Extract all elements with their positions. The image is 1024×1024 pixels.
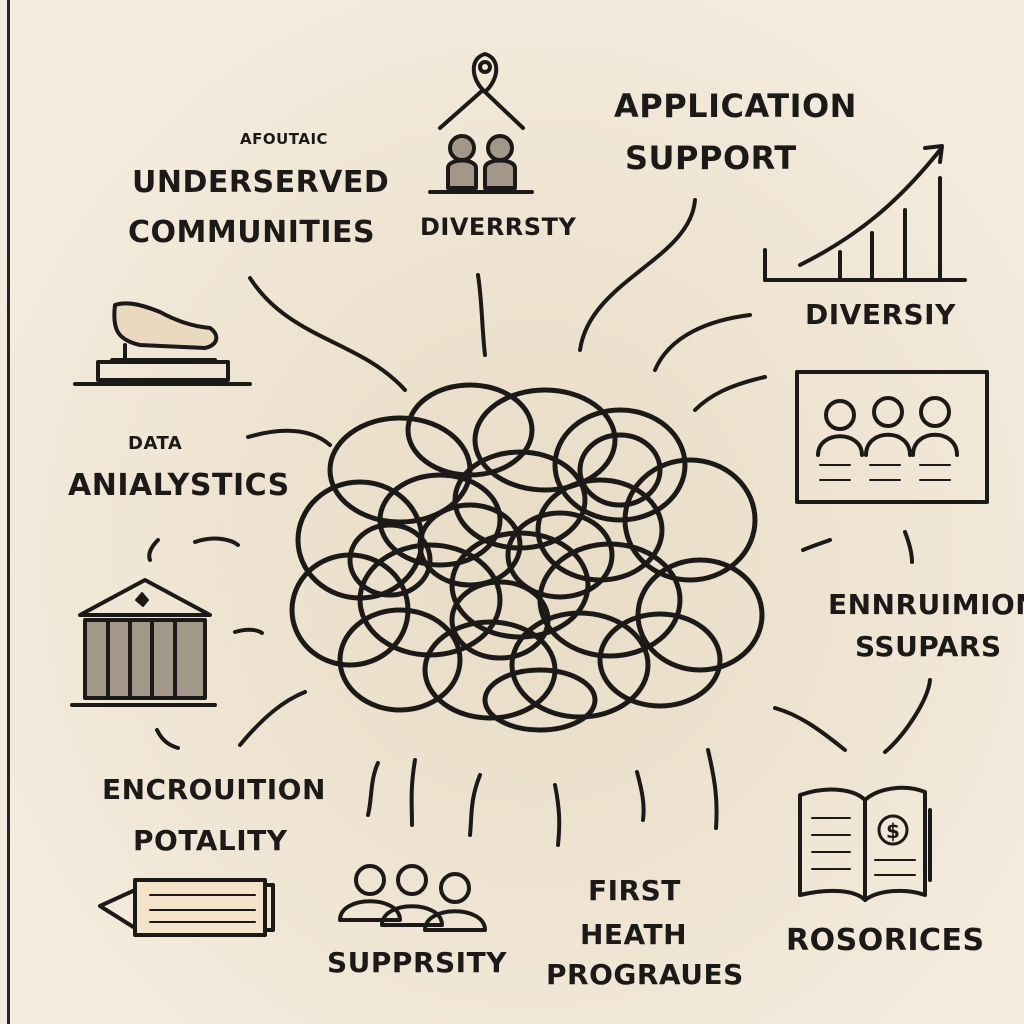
institution-building-icon — [72, 580, 215, 705]
label-potality: POTALITY — [133, 826, 288, 855]
label-data: DATA — [128, 435, 182, 454]
label-heath: HEATH — [580, 920, 687, 949]
location-pin-icon — [474, 54, 497, 92]
tangled-scribble — [292, 385, 762, 730]
book-dollar-icon — [800, 788, 930, 900]
label-communities: COMMUNITIES — [128, 217, 375, 249]
label-ssupars: SSUPARS — [855, 632, 1002, 661]
label-adjunct: AFOUTAIC — [240, 132, 328, 148]
label-supprsity: SUPPRSITY — [327, 948, 507, 977]
label-encrouition: ENCROUITION — [102, 775, 326, 804]
label-enrollment: ENNRUIMION — [828, 590, 1024, 619]
dollar-sign-icon: $ — [886, 819, 900, 843]
label-underserved: UNDERSERVED — [132, 167, 389, 199]
people-house-icon — [430, 90, 532, 192]
label-support: SUPPORT — [625, 142, 797, 176]
label-diversity-top: DIVERRSTY — [420, 215, 576, 240]
label-application: APPLICATION — [614, 90, 857, 124]
shoe-pedestal-icon — [75, 303, 250, 384]
label-first: FIRST — [588, 876, 681, 905]
label-resources: ROSORICES — [786, 925, 985, 957]
label-prograues: PROGRAUES — [546, 960, 744, 989]
label-analytics: ANIALYSTICS — [68, 470, 290, 502]
pencil-icon — [100, 880, 273, 935]
group-presentation-icon — [797, 372, 987, 502]
people-group-icon — [340, 866, 485, 930]
label-diversity-right: DIVERSIY — [805, 300, 956, 329]
